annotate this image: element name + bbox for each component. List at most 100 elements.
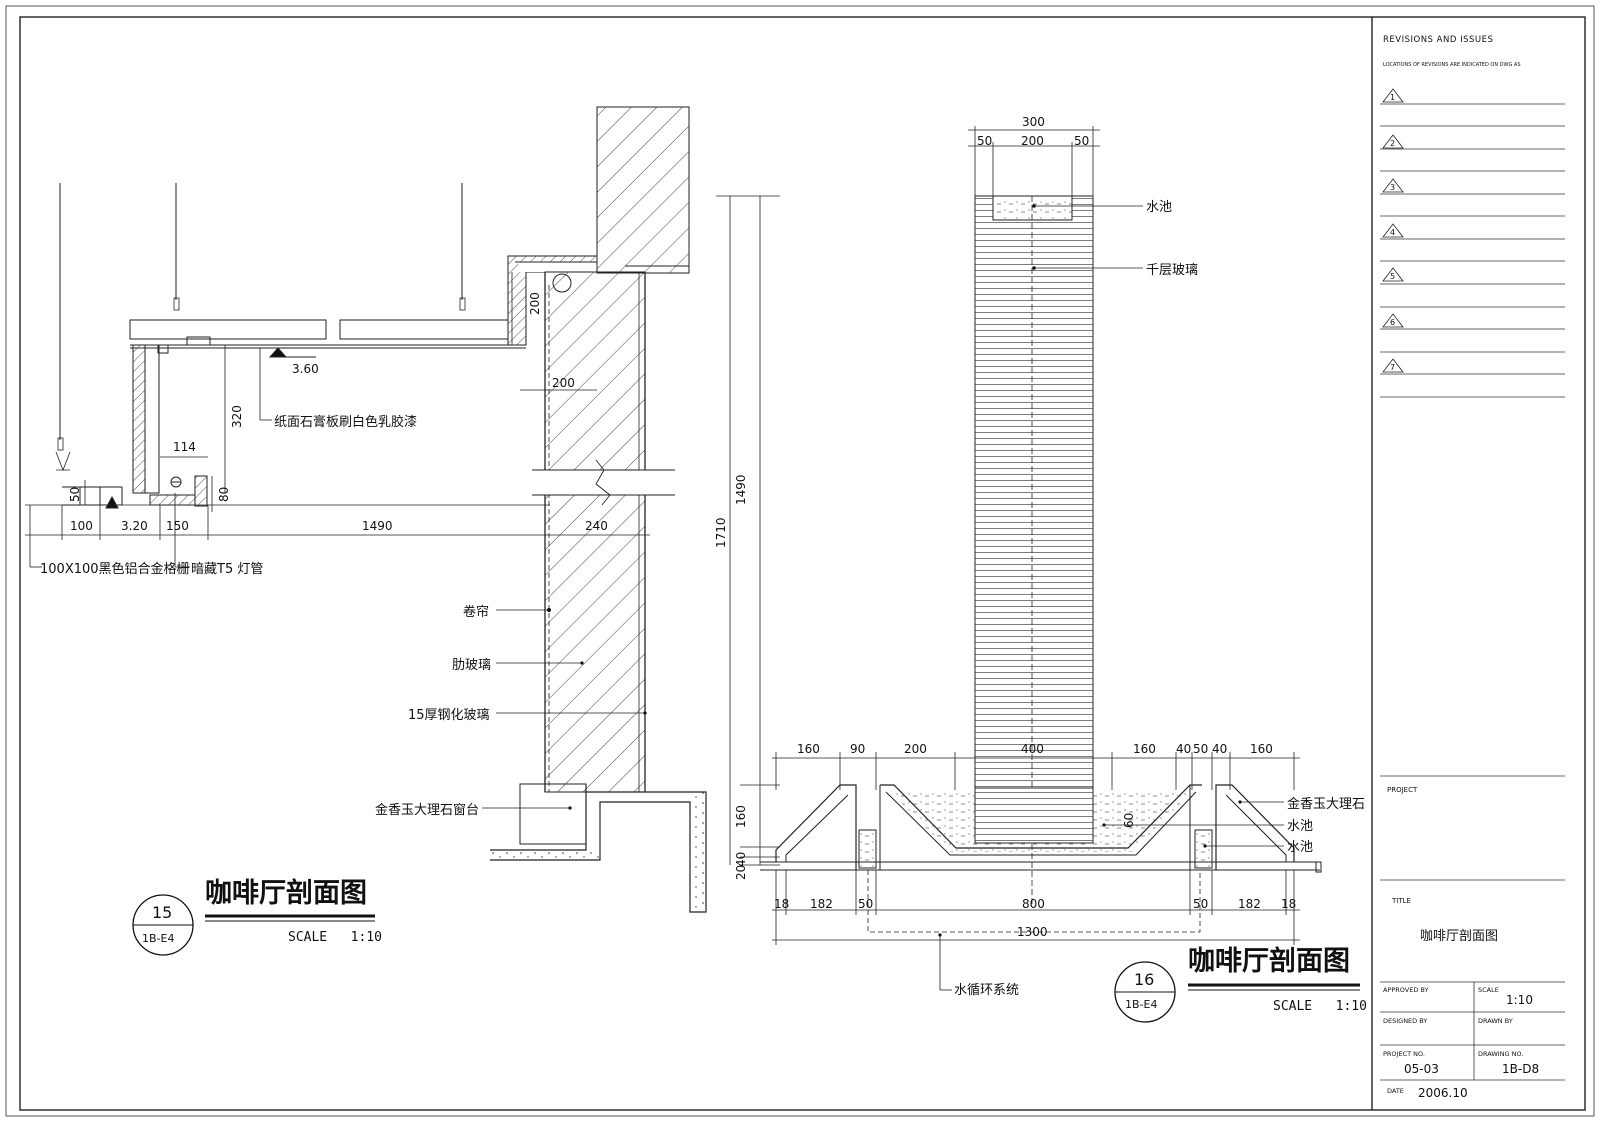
drawn-by-label: DRAWN BY (1478, 1017, 1513, 1025)
dim-182-right: 182 (1238, 897, 1261, 911)
revision-row-3: 3 (1380, 178, 1565, 217)
section-16-title: 咖啡厅剖面图 SCALE 1:10 16 1B-E4 (1114, 945, 1367, 1023)
dim-320: 320 (230, 405, 244, 428)
dim-240: 240 (585, 519, 608, 533)
dim-100: 100 (70, 519, 93, 533)
section-16-leaders (939, 205, 1284, 991)
section-15-title: 咖啡厅剖面图 SCALE 1:10 15 1B-E4 (132, 877, 382, 956)
revision-rows: 1 2 3 4 (1380, 88, 1565, 398)
level-3-60: 3.60 (292, 362, 319, 376)
dim-80: 80 (217, 487, 231, 502)
section-15-title-text: 咖啡厅剖面图 (205, 877, 367, 909)
section-16-number: 16 (1134, 970, 1154, 989)
dim-200-vertical: 200 (528, 292, 542, 315)
section-15-scale: SCALE 1:10 (288, 930, 382, 945)
svg-text:4: 4 (1390, 228, 1395, 237)
dim-160-vertical: 160 (734, 805, 748, 828)
sill-label: 金香玉大理石窗台 (375, 802, 479, 818)
dim-90: 90 (850, 742, 865, 756)
project-no-label: PROJECT NO. (1383, 1050, 1425, 1058)
svg-text:3: 3 (1390, 183, 1395, 192)
blind-label: 卷帘 (463, 604, 489, 620)
dim-400: 400 (1021, 742, 1044, 756)
section-15-leader-dots (547, 608, 647, 810)
pool-top-label: 水池 (1146, 200, 1172, 215)
dim-50-base: 50 (1193, 742, 1208, 756)
dim-50-right: 50 (1074, 134, 1089, 148)
revision-row-4: 4 (1380, 223, 1565, 262)
dim-200-base: 200 (904, 742, 927, 756)
dim-1710: 1710 (714, 517, 728, 548)
dim-160-b: 160 (1133, 742, 1156, 756)
section-15-labels: 纸面石膏板刷白色乳胶漆 100X100黑色铝合金格栅 暗藏T5 灯管 卷帘 肋玻… (40, 414, 491, 818)
svg-text:2: 2 (1390, 139, 1395, 148)
dim-200-horizontal: 200 (552, 376, 575, 390)
dim-1490: 1490 (362, 519, 393, 533)
dim-150: 150 (166, 519, 189, 533)
svg-text:7: 7 (1390, 363, 1395, 372)
dim-1490-vertical: 1490 (734, 474, 748, 505)
section-16-scale: SCALE 1:10 (1273, 999, 1367, 1014)
section-16-title-text: 咖啡厅剖面图 (1188, 945, 1350, 977)
drawing-no-label: DRAWING NO. (1478, 1050, 1523, 1058)
section-16-dimensions (772, 126, 1300, 945)
title-value: 咖啡厅剖面图 (1420, 929, 1498, 944)
date-label: DATE (1387, 1087, 1404, 1095)
revision-row-1: 1 (1380, 88, 1565, 127)
section-15-number: 15 (152, 903, 172, 922)
dim-40-b: 40 (1212, 742, 1227, 756)
revision-row-2: 2 (1380, 134, 1565, 172)
outer-border (5, 5, 1595, 1117)
scale-value: 1:10 (1506, 993, 1533, 1007)
dim-60-vertical: 60 (1122, 813, 1136, 828)
dim-40-a: 40 (1176, 742, 1191, 756)
dim-20-vertical: 20 (734, 865, 748, 880)
dim-50: 50 (68, 487, 82, 502)
grille-label: 100X100黑色铝合金格栅 (40, 561, 190, 577)
section-15-dimensions (25, 195, 780, 866)
dim-160-a: 160 (797, 742, 820, 756)
revisions-heading: REVISIONS AND ISSUES (1383, 35, 1493, 45)
rib-glass-label: 肋玻璃 (452, 658, 491, 673)
layered-glass-label: 千层玻璃 (1146, 263, 1198, 278)
dim-40-vertical: 40 (734, 852, 748, 867)
dim-50-left: 50 (977, 134, 992, 148)
svg-text:5: 5 (1390, 272, 1395, 281)
drawing-no-value: 1B-D8 (1502, 1062, 1539, 1076)
svg-text:6: 6 (1390, 318, 1395, 327)
section-16-drawing (760, 195, 1322, 933)
dim-18-left: 18 (774, 897, 789, 911)
pool-label-a: 水池 (1287, 819, 1313, 834)
section-15-dimension-text: 200 200 320 114 80 50 100 3.20 150 1490 … (68, 292, 748, 880)
section-15-ref: 1B-E4 (142, 932, 174, 945)
section-16-dimension-text: 300 50 200 50 160 90 200 400 160 40 50 4… (774, 115, 1296, 939)
tempered-glass-label: 15厚钢化玻璃 (408, 708, 490, 723)
revision-row-6: 6 (1380, 313, 1565, 353)
section-16-leader-dots (938, 204, 1242, 937)
approved-by-label: APPROVED BY (1383, 986, 1429, 994)
revisions-subheading: LOCATIONS OF REVISIONS ARE INDICATED ON … (1383, 62, 1521, 68)
revision-row-5: 5 (1380, 267, 1565, 308)
designed-by-label: DESIGNED BY (1383, 1017, 1427, 1025)
scale-label: SCALE (1478, 986, 1499, 994)
inner-border (19, 16, 1586, 1111)
dim-300: 300 (1022, 115, 1045, 129)
project-label: PROJECT (1387, 786, 1418, 794)
dim-200-top: 200 (1021, 134, 1044, 148)
marble-label: 金香玉大理石 (1287, 796, 1365, 812)
dim-114: 114 (173, 440, 196, 454)
dim-182-left: 182 (810, 897, 833, 911)
title-label: TITLE (1391, 897, 1411, 905)
dim-50-low-left: 50 (858, 897, 873, 911)
dim-160-c: 160 (1250, 742, 1273, 756)
svg-text:1: 1 (1390, 93, 1395, 102)
date-value: 2006.10 (1418, 1086, 1468, 1100)
dim-1300: 1300 (1017, 925, 1048, 939)
dim-800: 800 (1022, 897, 1045, 911)
pool-label-b: 水池 (1287, 840, 1313, 855)
dim-50-low-right: 50 (1193, 897, 1208, 911)
dim-18-right: 18 (1281, 897, 1296, 911)
project-no-value: 05-03 (1404, 1062, 1439, 1076)
section-16-ref: 1B-E4 (1125, 998, 1157, 1011)
